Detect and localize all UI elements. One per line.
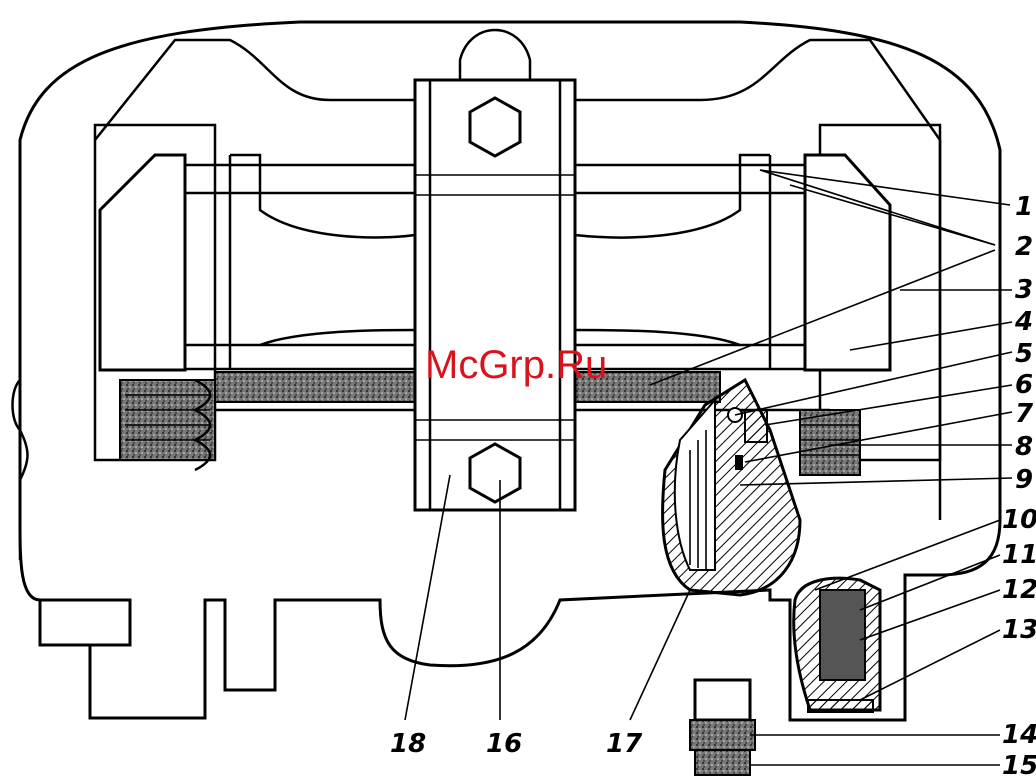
upper-hex-bolt <box>470 98 520 156</box>
callout-16: 16 <box>486 729 522 759</box>
bleeder-valve <box>820 590 865 680</box>
callout-7: 7 <box>1015 399 1034 429</box>
left-friction-lining <box>215 372 415 402</box>
lower-hex-bolt <box>470 444 520 502</box>
callout-10: 10 <box>1002 505 1036 535</box>
callout-17: 17 <box>606 729 643 759</box>
piston-seal <box>745 410 767 442</box>
callout-3: 3 <box>1015 275 1033 305</box>
callout-11: 11 <box>1002 540 1036 570</box>
seal-groove <box>735 455 743 470</box>
callout-15: 15 <box>1002 751 1036 780</box>
callout-12: 12 <box>1002 575 1036 605</box>
callout-9: 9 <box>1015 465 1033 495</box>
hose-fitting <box>695 680 750 720</box>
watermark-text: McGrp.Ru <box>425 343 607 387</box>
callout-2: 2 <box>1015 232 1033 262</box>
left-mount-bolt <box>40 600 130 645</box>
fitting-nut <box>690 720 755 750</box>
bleeder-seat <box>808 700 873 712</box>
callout-1: 1 <box>1015 192 1033 222</box>
callout-14: 14 <box>1002 720 1036 750</box>
callout-6: 6 <box>1015 370 1033 400</box>
callout-18: 18 <box>390 729 426 759</box>
callout-8: 8 <box>1015 432 1033 462</box>
callout-13: 13 <box>1002 615 1036 645</box>
callout-5: 5 <box>1015 339 1033 369</box>
callout-4: 4 <box>1014 307 1033 337</box>
fitting-cap <box>695 750 750 775</box>
left-dust-boot <box>120 380 215 470</box>
